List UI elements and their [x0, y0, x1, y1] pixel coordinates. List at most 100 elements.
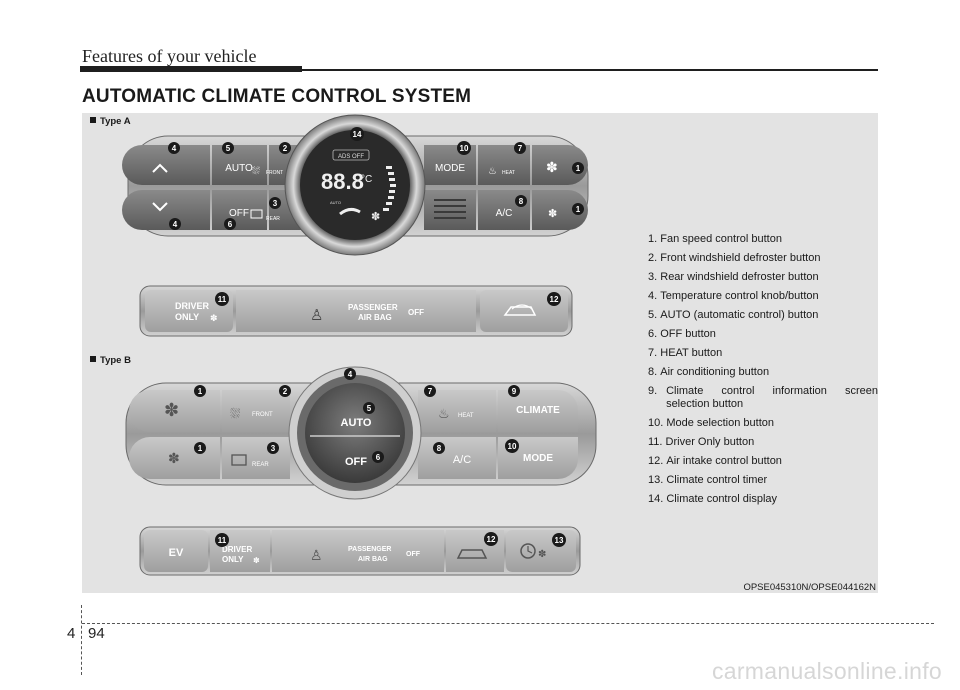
heat-button-b[interactable] — [418, 390, 496, 432]
svg-text:88.8: 88.8 — [321, 169, 364, 194]
svg-text:A/C: A/C — [453, 454, 471, 466]
callout-badge: 12 — [484, 532, 498, 546]
svg-text:5: 5 — [367, 404, 372, 413]
figure-code: OPSE045310N/OPSE044162N — [743, 582, 876, 593]
svg-text:ONLY: ONLY — [175, 312, 199, 322]
temp-down-button[interactable] — [122, 190, 210, 230]
legend-item: 12. Air intake control button — [648, 455, 782, 467]
legend-item: 13. Climate control timer — [648, 474, 768, 486]
svg-text:AUTO: AUTO — [341, 417, 372, 429]
callout-badge: 10 — [457, 141, 471, 155]
svg-text:2: 2 — [283, 144, 288, 153]
svg-text:OFF: OFF — [345, 456, 367, 468]
svg-text:8: 8 — [437, 444, 442, 453]
header-rule-thick — [80, 66, 302, 72]
svg-text:7: 7 — [428, 387, 433, 396]
callout-badge: 7 — [424, 385, 436, 397]
callout-badge: 2 — [279, 385, 291, 397]
callout-badge: 2 — [279, 142, 291, 154]
callout-badge: 8 — [515, 195, 527, 207]
svg-text:FRONT: FRONT — [266, 170, 283, 176]
footer-divider-vertical — [81, 605, 82, 675]
panel-b: ✽ ✽ ⛆ FRONT REAR ♨ HEAT A/C CLIMATE MODE… — [125, 366, 597, 500]
airflow-icon — [339, 207, 361, 216]
legend-item: 3. Rear windshield defroster button — [648, 271, 819, 283]
car-recirc-icon-b — [456, 549, 488, 559]
fan-down-button-a[interactable] — [532, 190, 588, 230]
legend-list: 1. Fan speed control button 2. Front win… — [648, 233, 878, 512]
climate-button-b[interactable] — [498, 390, 578, 432]
svg-text:13: 13 — [555, 536, 564, 545]
timer-fan-icon: ✽ — [538, 549, 546, 560]
svg-text:ONLY: ONLY — [222, 555, 244, 564]
callout-badge: 1 — [194, 385, 206, 397]
svg-text:MODE: MODE — [435, 163, 465, 174]
fan-icon: ✽ — [546, 159, 558, 175]
callout-badge: 10 — [505, 439, 519, 453]
legend-item: 6. OFF button — [648, 328, 716, 340]
panel-a-lower: DRIVER ONLY ✽ ♙ PASSENGER AIR BAG OFF — [139, 285, 573, 337]
driver-only-button-a[interactable] — [145, 290, 233, 332]
svg-text:3: 3 — [271, 444, 276, 453]
callout-badge: 11 — [215, 533, 229, 547]
svg-text:3: 3 — [273, 199, 278, 208]
svg-text:AIR BAG: AIR BAG — [358, 556, 388, 563]
callouts-b: 1 2 4 7 9 5 1 3 6 8 10 11 12 13 — [194, 368, 566, 547]
svg-text:11: 11 — [218, 295, 227, 304]
auto-button-a[interactable] — [212, 145, 267, 185]
fan-small-icon-b: ✽ — [168, 450, 180, 466]
callout-badge: 9 — [508, 385, 520, 397]
callout-badge: 12 — [547, 292, 561, 306]
svg-text:5: 5 — [226, 144, 231, 153]
svg-text:4: 4 — [348, 370, 353, 379]
legend-item: 1. Fan speed control button — [648, 233, 782, 245]
heat-icon-b: ♨ — [438, 406, 450, 421]
fan-up-button-a[interactable] — [532, 145, 588, 185]
legend-item: 14. Climate control display — [648, 493, 778, 505]
rear-defrost-button-b[interactable] — [222, 437, 290, 479]
callout-badge: 4 — [344, 368, 356, 380]
svg-text:AUTO: AUTO — [225, 163, 253, 174]
air-intake-button-a[interactable] — [480, 290, 568, 332]
seat-occupant-icon: ♙ — [310, 307, 323, 324]
svg-text:OFF: OFF — [406, 551, 421, 558]
callout-badge: 1 — [572, 162, 584, 174]
legend-item: 4. Temperature control knob/button — [648, 290, 819, 302]
svg-text:12: 12 — [487, 535, 496, 544]
svg-text:4: 4 — [172, 144, 177, 153]
svg-text:1: 1 — [576, 205, 581, 214]
callouts-a: 4 5 2 14 10 7 1 3 8 1 4 6 11 12 — [168, 127, 584, 306]
legend-item: 5. AUTO (automatic control) button — [648, 309, 819, 321]
callout-badge: 3 — [269, 197, 281, 209]
fan-up-button-b[interactable] — [129, 390, 220, 432]
footer-chapter-number: 4 — [67, 625, 76, 642]
temp-knob-b[interactable] — [305, 383, 405, 483]
front-defrost-button-b[interactable] — [222, 390, 290, 432]
svg-text:AIR BAG: AIR BAG — [358, 313, 392, 322]
svg-text:1: 1 — [198, 444, 203, 453]
svg-text:14: 14 — [353, 130, 362, 139]
svg-text:PASSENGER: PASSENGER — [348, 303, 398, 312]
footer-page-number: 94 — [88, 625, 105, 642]
callout-badge: 5 — [222, 142, 234, 154]
display-fan-icon: ✽ — [371, 211, 380, 223]
callout-badge: 4 — [169, 218, 181, 230]
svg-text:10: 10 — [508, 442, 517, 451]
vent-grille-a — [424, 190, 476, 230]
svg-text:REAR: REAR — [266, 216, 280, 222]
legend-item: 2. Front windshield defroster button — [648, 252, 821, 264]
svg-text:1: 1 — [198, 387, 203, 396]
ac-button-b[interactable] — [418, 437, 496, 479]
svg-text:6: 6 — [376, 453, 381, 462]
legend-item: 10. Mode selection button — [648, 417, 774, 429]
driver-fan-icon-b: ✽ — [253, 556, 260, 565]
heat-icon: ♨ — [488, 166, 497, 177]
svg-text:ADS OFF: ADS OFF — [338, 154, 364, 160]
front-defrost-icon-b: ⛆ — [230, 406, 241, 421]
callout-badge: 11 — [215, 292, 229, 306]
ev-button-b[interactable] — [144, 530, 208, 572]
legend-item: 8. Air conditioning button — [648, 366, 770, 378]
svg-text:REAR: REAR — [252, 462, 269, 468]
callout-badge: 8 — [433, 442, 445, 454]
temp-up-button[interactable] — [122, 145, 210, 185]
